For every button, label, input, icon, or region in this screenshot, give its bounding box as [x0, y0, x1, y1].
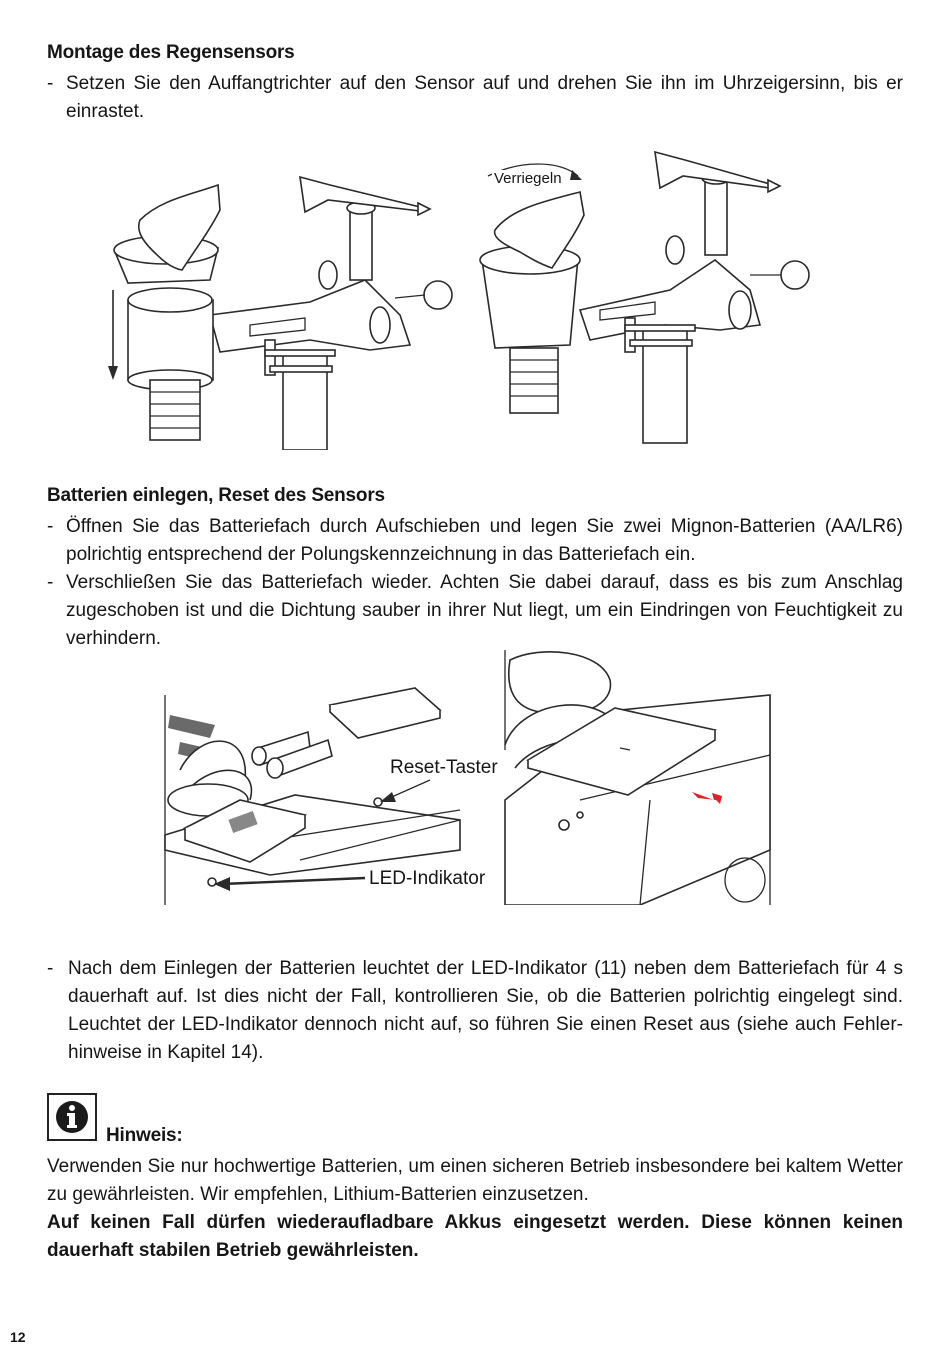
led-indicator-label: LED-Indikator: [367, 868, 488, 890]
list-item-text: Verschließen Sie das Batteriefach wieder…: [66, 572, 903, 649]
section-heading-rain-sensor: Montage des Regensensors: [47, 42, 295, 63]
note-text: Verwenden Sie nur hochwertige Batterien,…: [47, 1156, 903, 1205]
section-heading-batteries: Batterien einlegen, Reset des Sensors: [47, 485, 385, 506]
list-item: - Setzen Sie den Auffangtrichter auf den…: [47, 70, 903, 126]
info-icon: [56, 1101, 88, 1133]
open-battery-compartment-illustration: [164, 687, 461, 905]
closed-battery-compartment-illustration: [504, 650, 771, 905]
list-item: - Verschließen Sie das Batteriefach wied…: [47, 569, 903, 653]
note-title: Hinweis:: [106, 1125, 183, 1146]
list-item: - Nach dem Einlegen der Batterien leucht…: [47, 955, 903, 1067]
list-item-text: Nach dem Einlegen der Batterien leuchtet…: [68, 958, 903, 1063]
list-dash: -: [47, 958, 54, 979]
info-box: [47, 1093, 97, 1141]
weather-station-right-illustration: [479, 150, 810, 444]
push-arrow-icon: [692, 792, 722, 804]
list-dash: -: [47, 572, 54, 593]
list-item-text: Setzen Sie den Auffangtrichter auf den S…: [66, 73, 903, 122]
battery-icon: [251, 730, 333, 779]
list-dash: -: [47, 516, 54, 537]
weather-station-left-illustration: [108, 175, 453, 450]
list-item: - Öffnen Sie das Batteriefach durch Aufs…: [47, 513, 903, 569]
page-number: 12: [10, 1329, 26, 1345]
list-dash: -: [47, 73, 54, 94]
lock-label: Verriegeln: [492, 170, 564, 187]
battery-compartment-figure: [164, 650, 771, 905]
rain-sensor-mounting-figure: [108, 150, 810, 450]
list-item-text: Öffnen Sie das Batteriefach durch Aufsch…: [66, 516, 903, 565]
note-warning: Auf keinen Fall dürfen wiederaufladbare …: [47, 1212, 903, 1261]
reset-button-label: Reset-Taster: [388, 757, 500, 779]
